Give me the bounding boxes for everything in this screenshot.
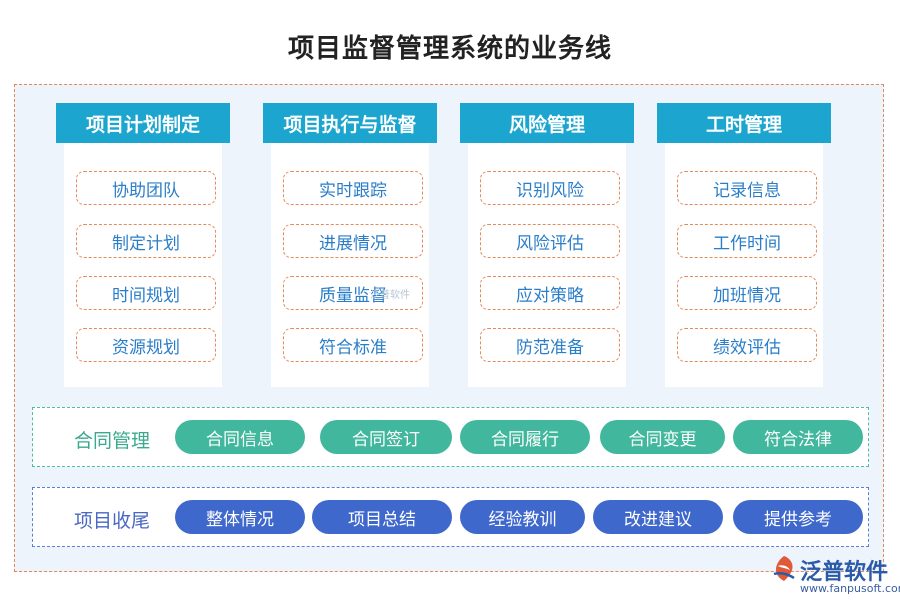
- column-item: 工作时间: [677, 224, 817, 258]
- column-item: 记录信息: [677, 171, 817, 205]
- column-item: 协助团队: [76, 171, 216, 205]
- column-item: 质量监督: [283, 276, 423, 310]
- closure-pill: 经验教训: [460, 500, 585, 534]
- column-item: 风险评估: [480, 224, 620, 258]
- closure-label: 项目收尾: [74, 510, 151, 532]
- closure-pill: 整体情况: [175, 500, 305, 534]
- contract-pill: 合同信息: [175, 420, 305, 454]
- column-item: 加班情况: [677, 276, 817, 310]
- column-risk: 风险管理 识别风险 风险评估 应对策略 防范准备: [460, 103, 634, 387]
- closure-pill: 项目总结: [312, 500, 452, 534]
- column-plan: 项目计划制定 协助团队 制定计划 时间规划 资源规划: [56, 103, 230, 387]
- page-title: 项目监督管理系统的业务线: [287, 34, 612, 64]
- contract-pill: 合同签订: [320, 420, 452, 454]
- closure-pill: 提供参考: [733, 500, 863, 534]
- column-header: 风险管理: [460, 103, 634, 143]
- column-item: 进展情况: [283, 224, 423, 258]
- column-header: 项目计划制定: [56, 103, 230, 143]
- column-hours: 工时管理 记录信息 工作时间 加班情况 绩效评估: [657, 103, 831, 387]
- watermark: 泛普软件: [370, 290, 410, 301]
- logo-name: 泛普软件: [800, 560, 889, 585]
- column-item: 防范准备: [480, 328, 620, 362]
- column-header: 项目执行与监督: [263, 103, 437, 143]
- closure-pill: 改进建议: [593, 500, 723, 534]
- contract-label: 合同管理: [74, 430, 151, 452]
- contract-pill: 合同履行: [460, 420, 590, 454]
- logo-mark-icon: [773, 556, 795, 581]
- column-item: 资源规划: [76, 328, 216, 362]
- contract-pill: 合同变更: [600, 420, 725, 454]
- column-item: 识别风险: [480, 171, 620, 205]
- column-execution: 项目执行与监督 实时跟踪 进展情况 质量监督 符合标准: [263, 103, 437, 387]
- contract-pill: 符合法律: [733, 420, 863, 454]
- column-item: 符合标准: [283, 328, 423, 362]
- column-item: 时间规划: [76, 276, 216, 310]
- column-item: 绩效评估: [677, 328, 817, 362]
- column-header: 工时管理: [657, 103, 831, 143]
- column-item: 实时跟踪: [283, 171, 423, 205]
- logo-url: www.fanpusoft.com: [800, 582, 900, 595]
- column-item: 应对策略: [480, 276, 620, 310]
- column-item: 制定计划: [76, 224, 216, 258]
- brand-logo: 泛普软件 www.fanpusoft.com: [770, 552, 900, 597]
